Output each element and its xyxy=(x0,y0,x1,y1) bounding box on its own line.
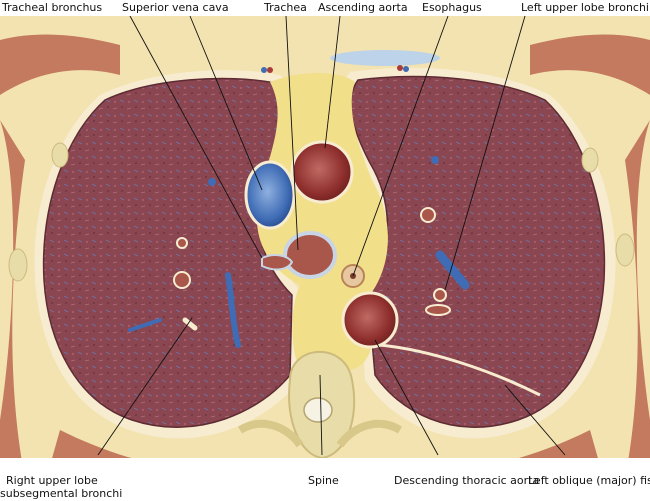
leader-ascending-aorta xyxy=(324,15,341,149)
trachea xyxy=(283,231,337,279)
label-left-upper-lobe-bronchi: Left upper lobe bronchi xyxy=(521,1,649,14)
label-right-upper-lobe: Right upper lobe xyxy=(6,474,98,487)
label-superior-vena-cava: Superior vena cava xyxy=(122,1,229,14)
leader-left-oblique-fissure xyxy=(504,384,566,456)
label-trachea: Trachea xyxy=(264,1,307,14)
label-tracheal-bronchus: Tracheal bronchus xyxy=(2,1,103,14)
right-lateral-muscle xyxy=(620,120,650,501)
leader-descending-aorta xyxy=(374,339,439,456)
label-spine: Spine xyxy=(308,474,339,487)
left-lung xyxy=(350,75,606,428)
leader-right-upper-lobe xyxy=(97,317,193,456)
left-oblique-fissure xyxy=(379,343,541,397)
leader-left-upper-lobe-bronchi xyxy=(444,15,526,291)
rib xyxy=(8,248,28,282)
leader-superior-vena-cava xyxy=(189,15,263,191)
label-ascending-aorta: Ascending aorta xyxy=(318,1,408,14)
leader-trachea xyxy=(285,15,299,251)
ascending-aorta xyxy=(290,140,354,204)
right-lung xyxy=(42,77,293,428)
leader-tracheal-bronchus xyxy=(129,15,263,259)
label-left-oblique-fissure: Left oblique (major) fissure xyxy=(528,474,650,487)
rib xyxy=(51,142,69,168)
descending-thoracic-aorta xyxy=(341,291,399,349)
right-chest-muscle xyxy=(530,34,650,95)
left-lateral-muscle xyxy=(0,120,30,501)
leader-spine xyxy=(319,374,323,456)
label-descending-thoracic-aorta: Descending thoracic aorta xyxy=(394,474,540,487)
left-chest-muscle xyxy=(0,34,120,95)
rib xyxy=(581,147,599,173)
superior-vena-cava xyxy=(244,160,296,230)
leader-esophagus xyxy=(352,15,449,277)
tracheal-bronchus xyxy=(261,254,294,271)
label-esophagus: Esophagus xyxy=(422,1,482,14)
label-subsegmental-bronchi: subsegmental bronchi xyxy=(0,487,123,500)
rib xyxy=(615,233,635,267)
